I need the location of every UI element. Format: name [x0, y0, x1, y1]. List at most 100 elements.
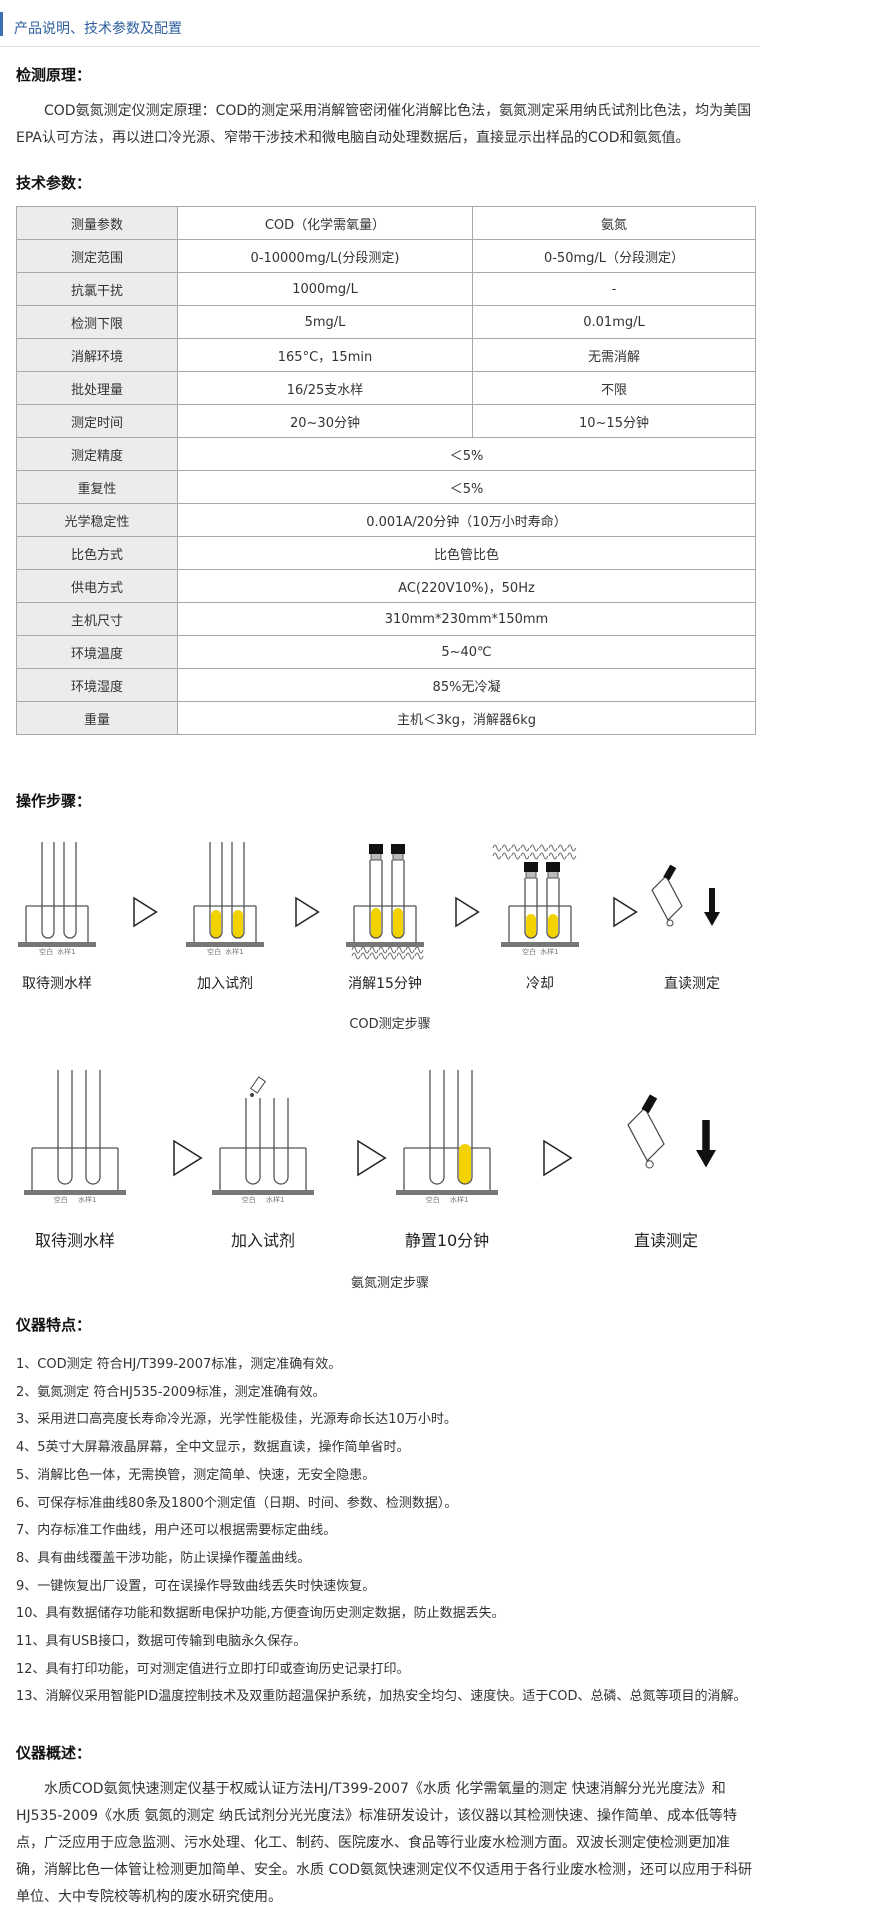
spec-value: ＜5% [177, 437, 756, 471]
heat-wave [378, 952, 388, 960]
tube-liquid [526, 914, 536, 938]
feature-item: 13、消解仪采用智能PID温度控制技术及双重防超温保护系统，加热安全均匀、速度快… [16, 1689, 747, 1705]
heat-wave [529, 844, 539, 852]
feature-item: 7、内存标准工作曲线，用户还可以根据需要标定曲线。 [16, 1523, 337, 1539]
step-label: 直读测定 [664, 975, 720, 992]
heat-wave [548, 852, 558, 860]
tube-liquid [393, 908, 403, 938]
tube-liquid [548, 914, 558, 938]
tube-label-sample: 水样1 [78, 1195, 96, 1204]
spec-value-nh: 0.01mg/L [472, 305, 756, 339]
principle-text-content: COD氨氮测定仪测定原理：COD的测定采用消解管密闭催化消解比色法，氨氮测定采用… [16, 103, 752, 146]
heat-wave [548, 844, 558, 852]
dropper-icon [250, 1076, 266, 1094]
rack-base [186, 942, 264, 947]
heat-wave [351, 952, 361, 960]
heat-wave [387, 946, 397, 954]
down-arrow-icon [696, 1120, 716, 1168]
step-arrow [455, 896, 480, 928]
principle-title: 检测原理： [16, 66, 92, 84]
heat-wave [378, 946, 388, 954]
spec-label: 测量参数 [16, 206, 178, 240]
spec-row: 测定精度＜5% [16, 437, 756, 471]
tube-cap-neck [547, 870, 559, 879]
spec-value-nh: 无需消解 [472, 338, 756, 372]
nh-steps-caption: 氨氮测定步骤 [350, 1276, 429, 1291]
heat-wave [520, 852, 530, 860]
overview-text: 水质COD氨氮快速测定仪基于权威认证方法HJ/T399-2007《水质 化学需氧… [16, 1776, 756, 1911]
heat-wave [405, 946, 415, 954]
spec-value: AC(220V10%)，50Hz [177, 569, 756, 603]
principle-text: COD氨氮测定仪测定原理：COD的测定采用消解管密闭催化消解比色法，氨氮测定采用… [16, 98, 756, 152]
spec-value-cod: 0-10000mg/L(分段测定) [177, 239, 473, 273]
features-title: 仪器特点： [16, 1316, 92, 1334]
spec-label: 检测下限 [16, 305, 178, 339]
step-arrow [173, 1139, 203, 1177]
steps-title: 操作步骤： [16, 792, 92, 810]
test-tube [391, 860, 405, 939]
overview-text-content: 水质COD氨氮快速测定仪基于权威认证方法HJ/T399-2007《水质 化学需氧… [16, 1781, 753, 1905]
feature-item: 5、消解比色一体，无需换管，测定简单、快速，无安全隐患。 [16, 1467, 376, 1483]
meter-body [627, 1107, 665, 1162]
tube-cap-neck [392, 852, 404, 861]
heat-wave [396, 946, 406, 954]
heat-wave [351, 946, 361, 954]
spec-value: 主机＜3kg，消解器6kg [177, 701, 756, 735]
spec-row: 重复性＜5% [16, 470, 756, 504]
meter-tube [641, 1094, 658, 1114]
overview-title: 仪器概述： [16, 1744, 92, 1762]
feature-item: 3、采用进口高亮度长寿命冷光源，光学性能极佳，光源寿命长达10万小时。 [16, 1412, 457, 1428]
heat-wave [492, 844, 502, 852]
test-tube [63, 842, 77, 939]
spec-label: 测定范围 [16, 239, 178, 273]
heat-wave [567, 844, 577, 852]
rack-base [24, 1190, 126, 1195]
step-arrow [295, 896, 320, 928]
feature-item: 4、5英寸大屏幕液晶屏幕，全中文显示，数据直读，操作简单省时。 [16, 1440, 410, 1456]
heat-wave [529, 852, 539, 860]
tube-label-sample: 水样1 [225, 947, 243, 956]
feature-item: 10、具有数据储存功能和数据断电保护功能,方便查询历史测定数据，防止数据丢失。 [16, 1606, 505, 1622]
tube-cap [369, 844, 383, 854]
spec-value-nh: 10~15分钟 [472, 404, 756, 438]
spec-value-nh: 不限 [472, 371, 756, 405]
step-arrow [133, 896, 158, 928]
step-label: 加入试剂 [197, 976, 253, 992]
heat-wave [501, 844, 511, 852]
tube-cap [524, 862, 538, 872]
heat-wave [557, 852, 567, 860]
feature-item: 1、COD测定 符合HJ/T399-2007标准，测定准确有效。 [16, 1357, 342, 1372]
feature-item: 11、具有USB接口，数据可传输到电脑永久保存。 [16, 1634, 307, 1650]
tube-liquid [233, 910, 243, 938]
test-tube [85, 1070, 101, 1185]
spec-value-cod: 1000mg/L [177, 272, 473, 306]
rack-base [346, 942, 424, 947]
spec-value: 0.001A/20分钟（10万小时寿命） [177, 503, 756, 537]
feature-item: 8、具有曲线覆盖干涉功能，防止误操作覆盖曲线。 [16, 1550, 311, 1566]
heat-wave [360, 946, 370, 954]
tube-label-blank: 空白 [426, 1195, 440, 1204]
rack-base [212, 1190, 314, 1195]
spec-value: 85%无冷凝 [177, 668, 756, 702]
test-tube [369, 860, 383, 939]
heat-wave [511, 844, 521, 852]
spec-value-cod: 165°C，15min [177, 338, 473, 372]
spec-label: 比色方式 [16, 536, 178, 570]
step-label: 直读测定 [634, 1231, 698, 1250]
cod-steps-caption: COD测定步骤 [349, 1017, 431, 1032]
spec-label: 测定精度 [16, 437, 178, 471]
heat-wave [387, 952, 397, 960]
spec-value-cod: 20~30分钟 [177, 404, 473, 438]
heat-wave [360, 952, 370, 960]
spec-value-cod: 5mg/L [177, 305, 473, 339]
